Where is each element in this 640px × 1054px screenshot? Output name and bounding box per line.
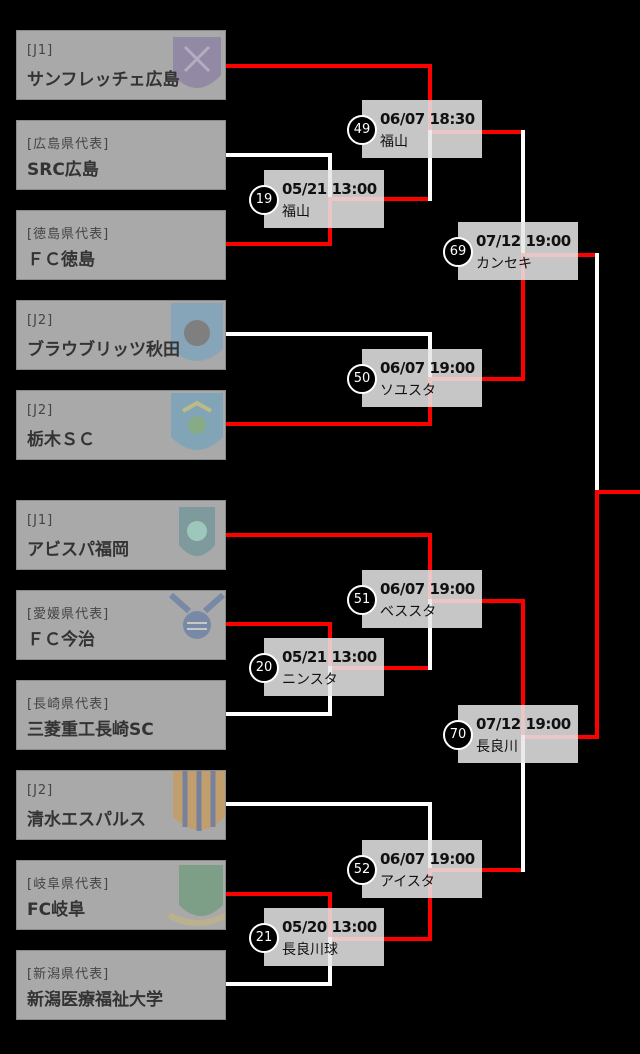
fc-gifu-logo-icon	[167, 865, 225, 926]
match-datetime: 07/12 19:00	[476, 232, 571, 250]
team-category: [広島県代表]	[27, 137, 110, 152]
match-50[interactable]: 50 06/07 19:00 ソユスタ	[347, 349, 482, 407]
team-name: サンフレッチェ広島	[27, 70, 180, 90]
match-datetime: 05/20 13:00	[282, 918, 377, 936]
team-name: 三菱重工長崎SC	[27, 720, 154, 740]
team-card-blaublitz[interactable]: [J2] ブラウブリッツ秋田	[16, 300, 226, 370]
match-number-badge: 52	[347, 855, 377, 885]
team-name: ブラウブリッツ秋田	[27, 340, 180, 360]
tochigi-logo-icon	[171, 393, 223, 450]
team-card-mitsubishi-nagasaki[interactable]: [長崎県代表] 三菱重工長崎SC	[16, 680, 226, 750]
team-name: 新潟医療福祉大学	[27, 990, 163, 1010]
team-category: [新潟県代表]	[27, 967, 110, 982]
match-venue: ベススタ	[380, 604, 437, 620]
team-category: [J1]	[27, 43, 54, 58]
team-card-fc-gifu[interactable]: [岐阜県代表] FC岐阜	[16, 860, 226, 930]
match-datetime: 06/07 19:00	[380, 850, 475, 868]
line-m70-to-final	[521, 490, 640, 739]
match-datetime: 06/07 18:30	[380, 110, 475, 128]
team-card-niigata-iryo[interactable]: [新潟県代表] 新潟医療福祉大学	[16, 950, 226, 1020]
team-card-sanfrecce[interactable]: [J1] サンフレッチェ広島	[16, 30, 226, 100]
team-name: SRC広島	[27, 160, 99, 180]
match-20[interactable]: 20 05/21 13:00 ニンスタ	[249, 638, 384, 696]
team-category: [長崎県代表]	[27, 697, 110, 712]
match-52[interactable]: 52 06/07 19:00 アイスタ	[347, 840, 482, 898]
match-datetime: 05/21 13:00	[282, 180, 377, 198]
match-venue: 福山	[380, 134, 408, 150]
team-category: [J1]	[27, 513, 54, 528]
team-card-src-hiroshima[interactable]: [広島県代表] SRC広島	[16, 120, 226, 190]
match-51[interactable]: 51 06/07 19:00 ベススタ	[347, 570, 482, 628]
match-datetime: 06/07 19:00	[380, 359, 475, 377]
team-name: アビスパ福岡	[27, 540, 129, 560]
match-number-badge: 70	[443, 720, 473, 750]
team-category: [徳島県代表]	[27, 227, 110, 242]
match-venue: ニンスタ	[282, 672, 338, 688]
match-number-badge: 21	[249, 923, 279, 953]
imabari-logo-icon	[169, 592, 225, 639]
team-name: FC岐阜	[27, 900, 86, 920]
team-category: [岐阜県代表]	[27, 877, 110, 892]
team-name: 清水エスパルス	[27, 810, 146, 830]
match-number-badge: 19	[249, 185, 279, 215]
match-venue: カンセキ	[476, 256, 532, 272]
sanfrecce-logo-icon	[173, 37, 221, 88]
blaublitz-logo-icon	[171, 303, 223, 361]
match-number-badge: 50	[347, 364, 377, 394]
team-card-fc-tokushima[interactable]: [徳島県代表] ＦＣ徳島	[16, 210, 226, 280]
team-card-fc-imabari[interactable]: [愛媛県代表] ＦＣ今治	[16, 590, 226, 660]
match-datetime: 06/07 19:00	[380, 580, 475, 598]
match-49[interactable]: 49 06/07 18:30 福山	[347, 100, 482, 158]
match-venue: 長良川	[476, 739, 518, 755]
avispa-logo-icon	[179, 507, 215, 556]
match-21[interactable]: 21 05/20 13:00 長良川球	[249, 908, 384, 966]
team-category: [J2]	[27, 783, 54, 798]
team-category: [J2]	[27, 403, 54, 418]
match-venue: ソユスタ	[380, 383, 436, 399]
team-card-tochigi[interactable]: [J2] 栃木ＳＣ	[16, 390, 226, 460]
team-name: ＦＣ今治	[27, 630, 95, 650]
team-category: [J2]	[27, 313, 54, 328]
s-pulse-logo-icon	[173, 771, 225, 831]
team-card-s-pulse[interactable]: [J2] 清水エスパルス	[16, 770, 226, 840]
match-19[interactable]: 19 05/21 13:00 福山	[249, 170, 384, 228]
match-datetime: 05/21 13:00	[282, 648, 377, 666]
match-datetime: 07/12 19:00	[476, 715, 571, 733]
team-card-avispa[interactable]: [J1] アビスパ福岡	[16, 500, 226, 570]
team-category: [愛媛県代表]	[27, 607, 110, 622]
match-number-badge: 69	[443, 237, 473, 267]
match-70[interactable]: 70 07/12 19:00 長良川	[443, 705, 578, 763]
match-venue: 長良川球	[282, 942, 338, 958]
match-number-badge: 49	[347, 115, 377, 145]
match-venue: アイスタ	[380, 874, 435, 890]
team-name: 栃木ＳＣ	[27, 430, 95, 450]
match-number-badge: 20	[249, 653, 279, 683]
match-69[interactable]: 69 07/12 19:00 カンセキ	[443, 222, 578, 280]
match-venue: 福山	[282, 204, 310, 220]
team-name: ＦＣ徳島	[27, 250, 95, 270]
match-number-badge: 51	[347, 585, 377, 615]
